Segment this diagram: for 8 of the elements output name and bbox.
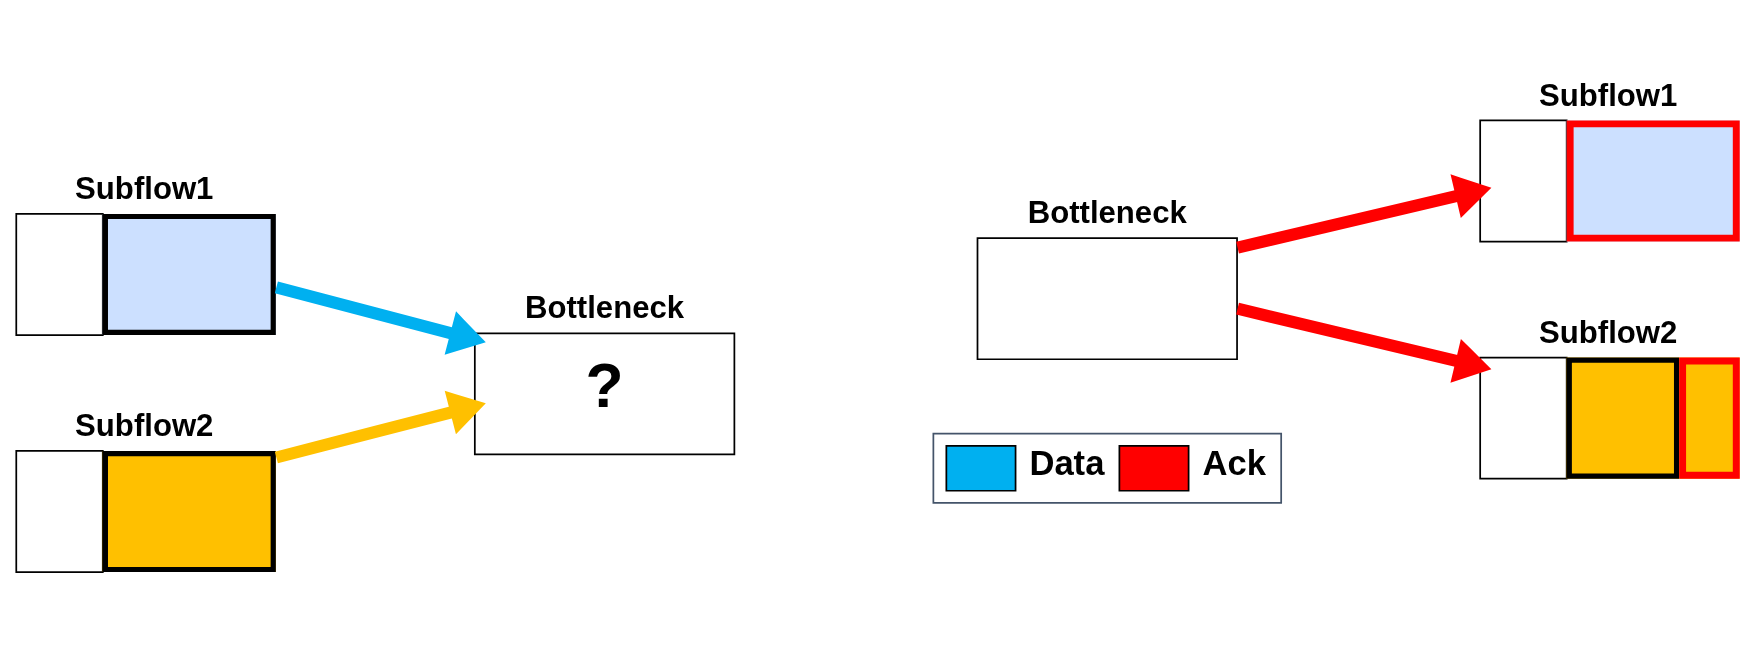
legend-label: Data [1029, 443, 1105, 482]
legend-label: Ack [1202, 443, 1266, 482]
node-label: Subflow2 [1539, 314, 1678, 350]
node-label: Bottleneck [525, 289, 685, 325]
node-label: Subflow1 [1539, 77, 1678, 113]
node-label: Subflow1 [75, 170, 214, 206]
node-label: Subflow2 [75, 407, 214, 443]
node-label: Bottleneck [1027, 194, 1187, 230]
